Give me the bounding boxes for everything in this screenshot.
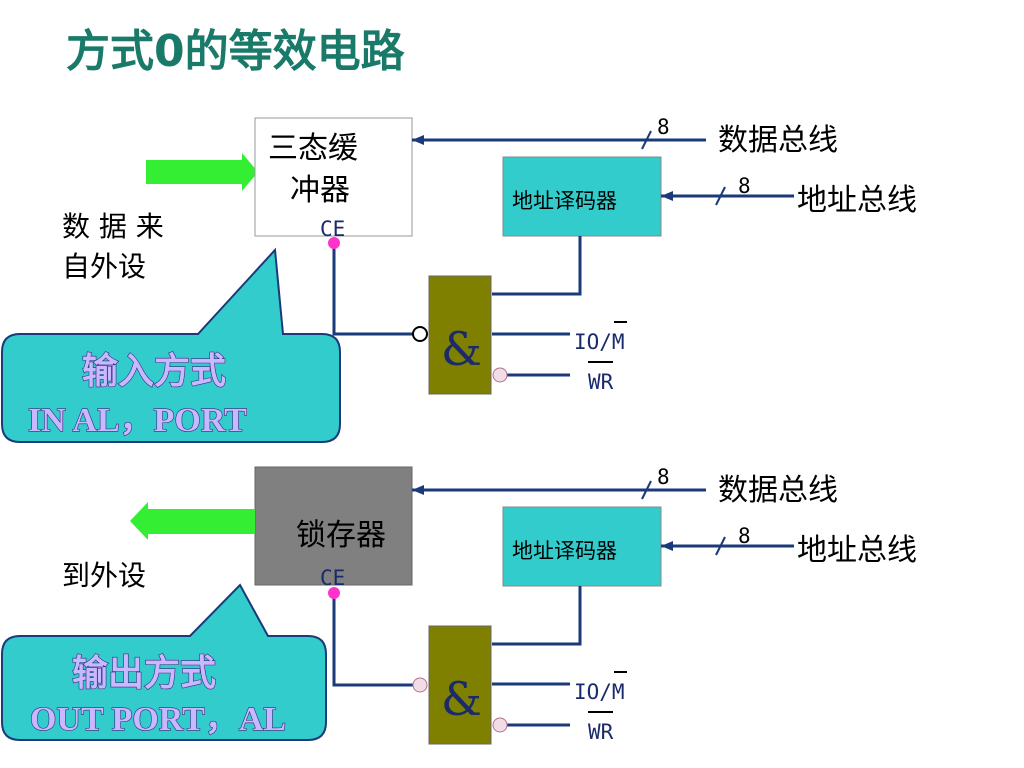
- latch-label: 锁存器: [296, 518, 386, 553]
- decoder-label: 地址译码器: [512, 539, 617, 563]
- input-circuit: 三态缓 冲器 CE 8 数据总线 地址译码器 8 地址总线 & IO/M WR: [1, 115, 917, 443]
- data-bus-width: 8: [657, 115, 670, 139]
- iom-label: IO/M: [574, 330, 625, 354]
- address-bus-width: 8: [738, 174, 751, 198]
- latch-ce-label: CE: [320, 566, 345, 590]
- output-mode-callout: 输出方式 OUT PORT，AL: [1, 583, 327, 741]
- output-circuit: 锁存器 CE 到外设 8 数据总线 地址译码器 8 地址总线 & IO/M: [1, 465, 917, 745]
- ce-dot: [328, 587, 340, 599]
- wr-inversion-bubble: [492, 367, 508, 383]
- decoder-label: 地址译码器: [512, 189, 617, 213]
- data-bus-label: 数据总线: [718, 123, 838, 158]
- and-symbol: &: [441, 672, 482, 726]
- wr-label: WR: [588, 370, 614, 394]
- buffer-label-line2: 冲器: [290, 173, 350, 208]
- and-output-bubble: [412, 677, 428, 693]
- input-arrow: [146, 153, 258, 191]
- address-bus-width: 8: [738, 524, 751, 548]
- address-decoder-box: [502, 506, 662, 587]
- dest-label: 到外设: [62, 559, 146, 592]
- latch-box: [254, 466, 413, 586]
- output-arrow: [130, 502, 255, 540]
- and-output-bubble: [412, 326, 428, 342]
- data-bus-label: 数据总线: [718, 473, 838, 508]
- address-bus-label: 地址总线: [797, 183, 917, 218]
- and-gate: [428, 625, 492, 745]
- wr-label: WR: [588, 720, 614, 744]
- source-line2: 自外设: [62, 250, 146, 283]
- buffer-ce-label: CE: [320, 217, 345, 241]
- decoder-to-and-wire: [492, 586, 582, 646]
- source-line1: 数 据 来: [62, 210, 164, 243]
- and-to-ce-wire: [332, 243, 413, 336]
- address-bus-label: 地址总线: [797, 533, 917, 568]
- callout-title: 输出方式: [72, 652, 216, 694]
- and-gate: [428, 275, 492, 395]
- input-mode-callout: 输入方式 IN AL，PORT: [1, 247, 341, 443]
- page-title: 方式0的等效电路: [66, 26, 406, 77]
- iom-label: IO/M: [574, 680, 625, 704]
- callout-title: 输入方式: [82, 350, 226, 392]
- and-symbol: &: [441, 322, 482, 376]
- callout-sub: OUT PORT，AL: [30, 701, 286, 738]
- decoder-to-and-wire: [492, 236, 582, 296]
- tristate-buffer-box: [254, 117, 413, 237]
- data-bus-width: 8: [657, 465, 670, 489]
- wr-inversion-bubble: [492, 717, 508, 733]
- ce-dot: [328, 237, 340, 249]
- buffer-label-line1: 三态缓: [268, 131, 358, 166]
- callout-sub: IN AL，PORT: [28, 402, 247, 439]
- and-to-ce-wire: [332, 593, 413, 687]
